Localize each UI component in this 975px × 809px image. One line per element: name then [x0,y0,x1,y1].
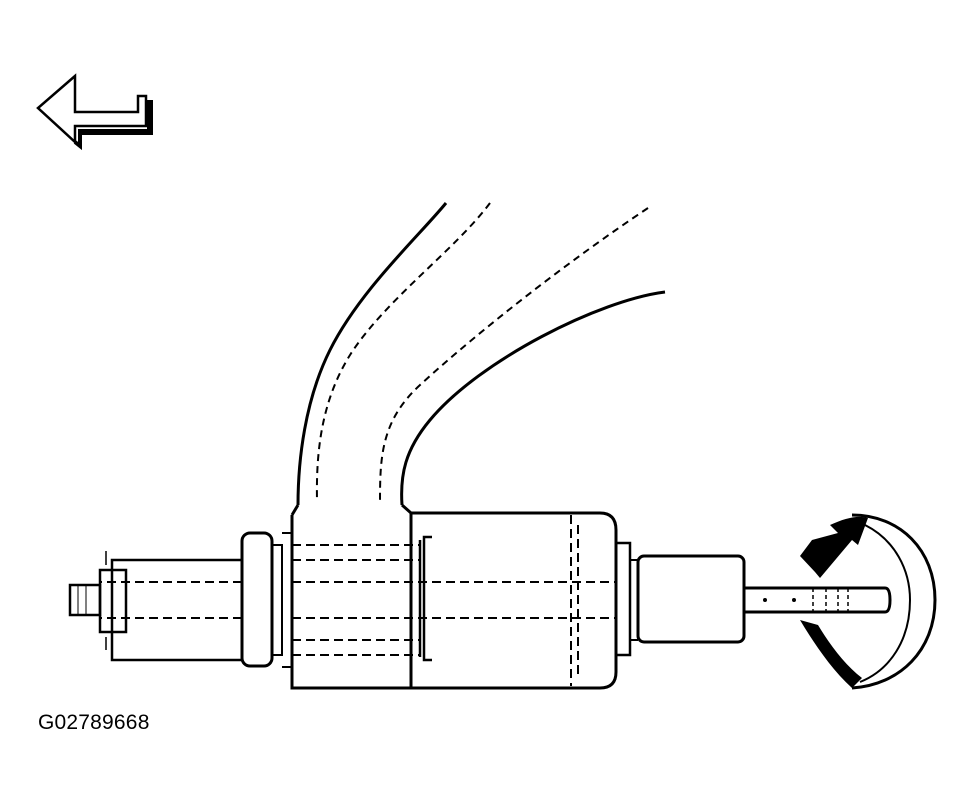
right-coupling [616,541,892,657]
rotation-arrow-icon [800,513,937,690]
internal-bracket [418,535,432,662]
hose-assembly [290,202,666,516]
internal-hidden-lines [292,515,616,686]
figure-id-label: G02789668 [38,711,150,734]
component-body [68,511,618,690]
back-arrow-icon[interactable] [36,73,153,151]
